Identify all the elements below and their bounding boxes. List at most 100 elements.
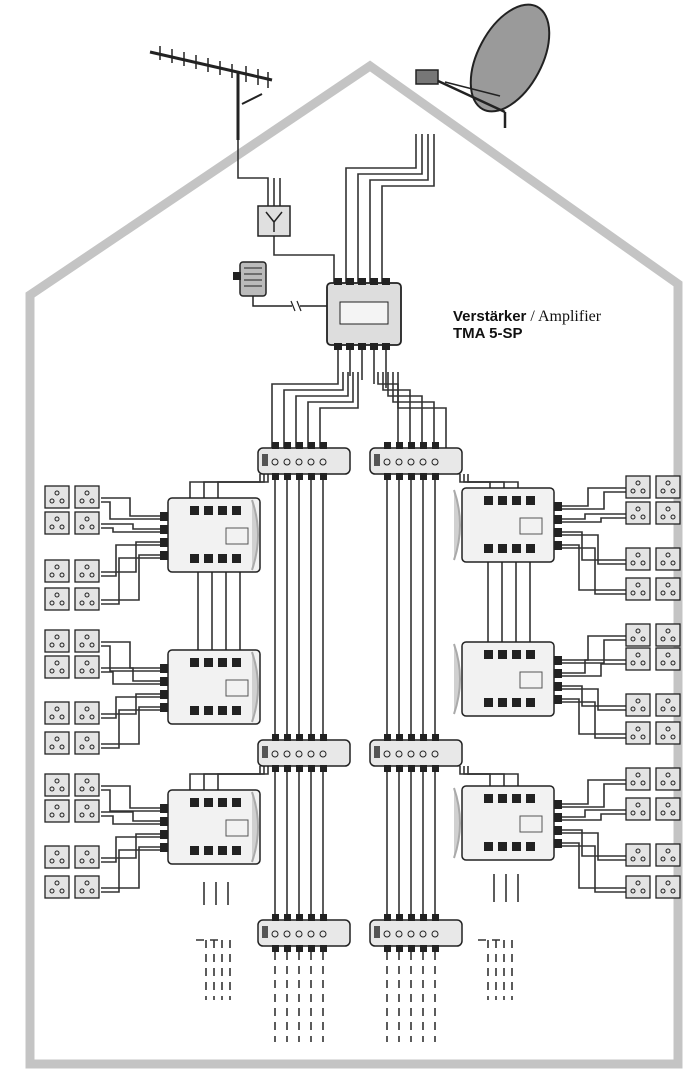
cable (273, 236, 335, 283)
socket-hole (640, 810, 646, 816)
switch-led (383, 458, 391, 466)
socket-plate (655, 843, 681, 867)
multiswitch-body (461, 785, 555, 861)
switch-led (431, 750, 439, 758)
switch-led (383, 750, 391, 758)
cable (101, 641, 160, 669)
cable (562, 517, 626, 523)
socket-hole (640, 488, 646, 494)
cable (101, 497, 160, 517)
socket-hole (89, 498, 95, 504)
tv-socket-group (44, 475, 681, 899)
socket-hole (89, 642, 95, 648)
switch-port (296, 442, 303, 449)
tv-socket-icon (44, 655, 70, 679)
socket-hole (635, 552, 641, 558)
tv-socket-icon (74, 799, 100, 823)
diplexer-icon (257, 205, 291, 237)
tv-socket-icon (655, 693, 681, 717)
cable (345, 134, 417, 283)
trunk-switch-right (369, 734, 463, 772)
cable (357, 134, 423, 283)
multiswitch-port (526, 842, 535, 851)
socket-hole (54, 804, 60, 810)
socket-hole (665, 628, 671, 634)
multiswitch-cap (251, 651, 259, 723)
socket-plate (44, 587, 70, 611)
house-outline (25, 60, 683, 1069)
socket-hole (670, 660, 676, 666)
socket-hole (84, 706, 90, 712)
switch-port (384, 473, 391, 480)
socket-hole (59, 498, 65, 504)
switch-port (432, 945, 439, 952)
tv-socket-icon (44, 701, 70, 725)
multiswitch-left (160, 497, 261, 573)
cable (382, 372, 411, 448)
switch-port (420, 442, 427, 449)
cable (101, 554, 160, 601)
switch-port (320, 945, 327, 952)
socket-plate (74, 731, 100, 755)
multiswitch-logo (519, 517, 543, 535)
socket-hole (54, 880, 60, 886)
tv-socket-icon (74, 773, 100, 797)
multiswitch-port (190, 554, 199, 563)
tv-socket-icon (655, 501, 681, 525)
multiswitch-body (167, 649, 261, 725)
cable (101, 785, 160, 809)
socket-plate (74, 773, 100, 797)
socket-hole (84, 564, 90, 570)
multiswitch-port (190, 846, 199, 855)
socket-plate (655, 577, 681, 601)
multiswitch-output (160, 804, 168, 813)
multiswitch-output (160, 817, 168, 826)
multiswitch-output (554, 515, 562, 524)
switch-port (384, 734, 391, 741)
socket-hole (49, 858, 55, 864)
socket-hole (49, 524, 55, 530)
socket-plate (655, 501, 681, 525)
socket-hole (79, 498, 85, 504)
socket-hole (79, 812, 85, 818)
amplifier-name-de: Verstärker (453, 308, 527, 325)
switch-led (395, 930, 403, 938)
socket-hole (635, 506, 641, 512)
switch-port (272, 442, 279, 449)
switch-port (308, 765, 315, 772)
multiswitch-port (526, 698, 535, 707)
multiswitch-cap (453, 787, 461, 859)
tv-socket-icon (74, 587, 100, 611)
socket-hole (84, 516, 90, 522)
cable (101, 815, 160, 825)
switch-led (383, 930, 391, 938)
socket-hole (49, 642, 55, 648)
socket-hole (640, 706, 646, 712)
tv-socket-icon (74, 559, 100, 583)
socket-hole (84, 660, 90, 666)
amp-output-port (382, 343, 390, 350)
multiswitch-port (526, 650, 535, 659)
tv-socket-icon (625, 875, 651, 899)
socket-hole (54, 706, 60, 712)
switch-socket (374, 746, 380, 758)
socket-plate (74, 655, 100, 679)
multiswitch-output (160, 551, 168, 560)
multiswitch-body (461, 641, 555, 717)
socket-hole (54, 516, 60, 522)
trunk-switch-left (257, 734, 351, 772)
multiswitch-port (232, 706, 241, 715)
amp-output-port (334, 343, 342, 350)
switch-port (396, 473, 403, 480)
tv-socket-icon (655, 843, 681, 867)
switch-port (296, 945, 303, 952)
switch-led (283, 750, 291, 758)
socket-hole (670, 780, 676, 786)
socket-hole (630, 590, 636, 596)
multiswitch-left (160, 789, 261, 865)
amp-output-port (346, 343, 354, 350)
socket-hole (670, 488, 676, 494)
socket-plate (44, 701, 70, 725)
multiswitch-port (218, 846, 227, 855)
switch-led (319, 750, 327, 758)
